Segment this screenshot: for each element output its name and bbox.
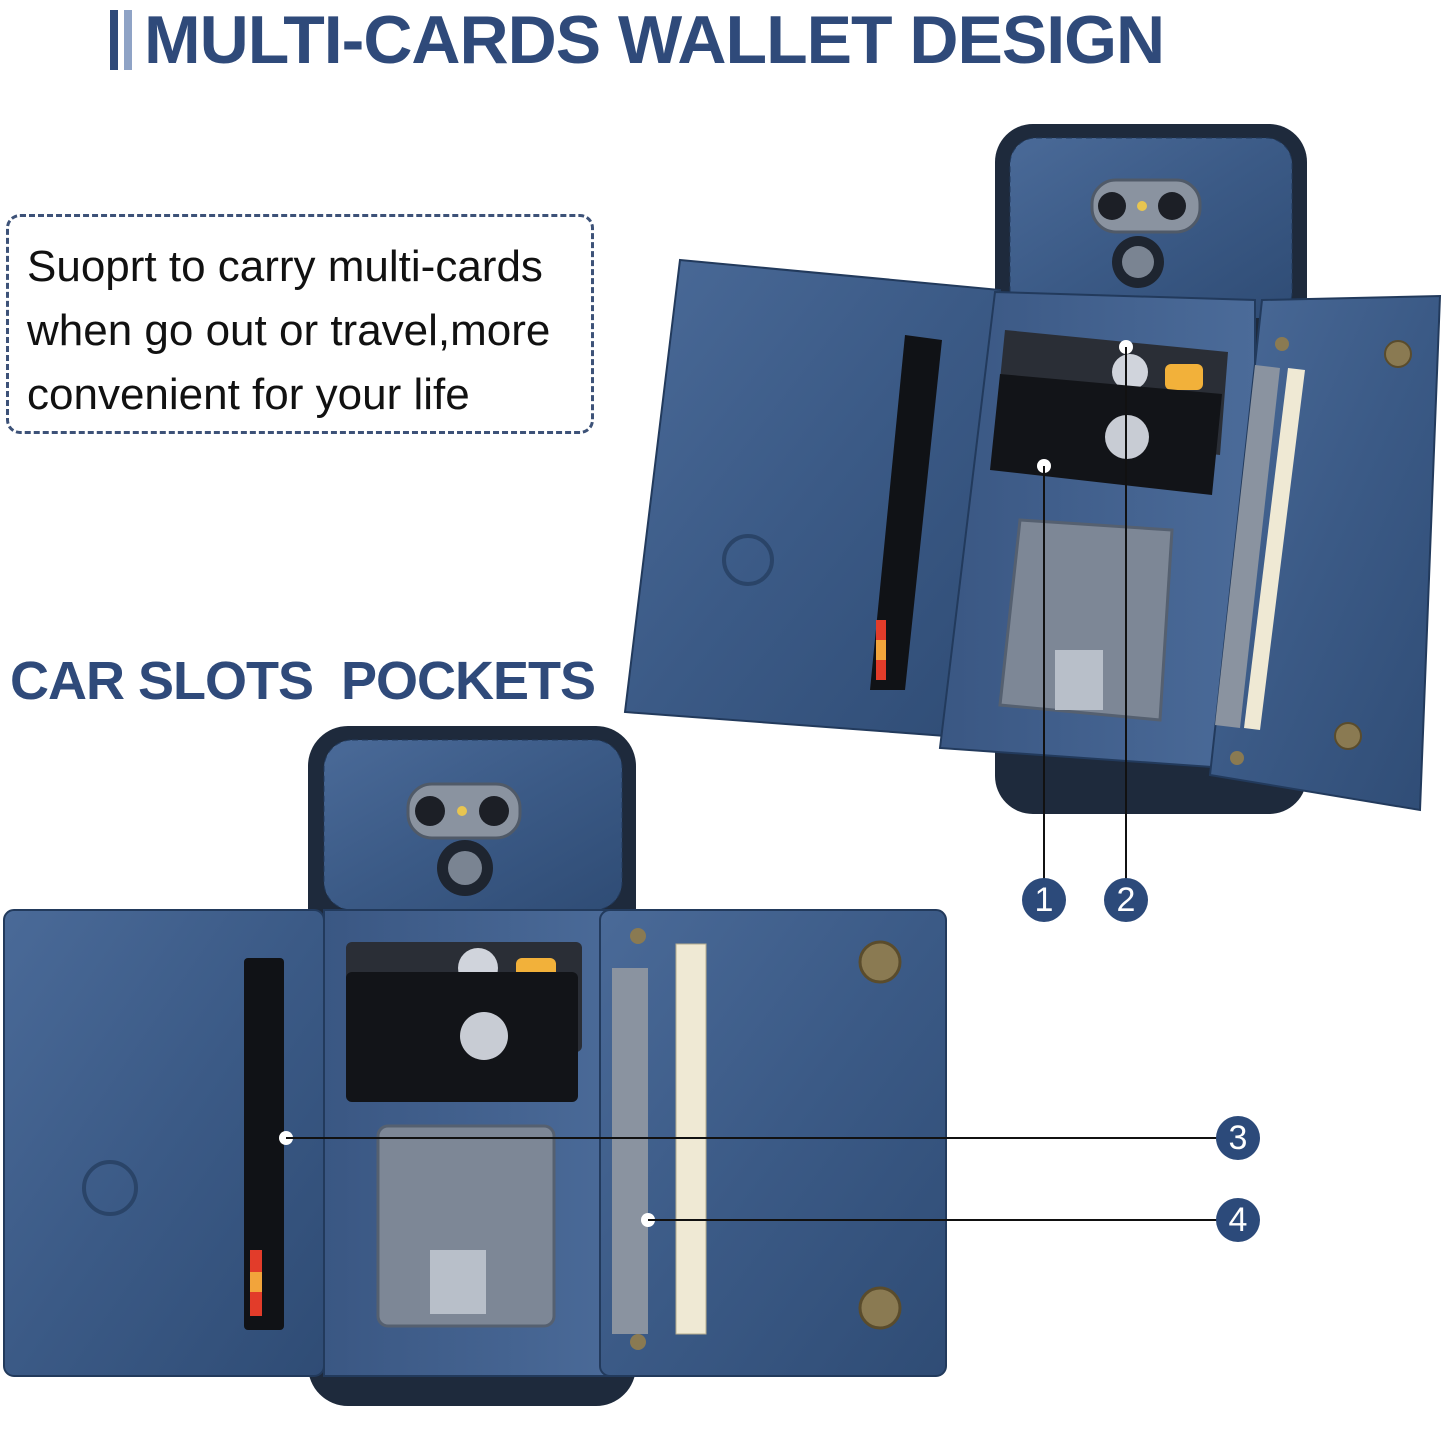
id-window-bottom	[376, 1124, 556, 1328]
credit-card-slot-top	[870, 335, 942, 690]
card-chip	[460, 1012, 508, 1060]
page-title: MULTI-CARDS WALLET DESIGN	[110, 2, 1165, 78]
credit-card-slot-bottom	[244, 958, 284, 1330]
callout-line-2: when go out or travel,more	[27, 306, 551, 355]
title-accent-bar	[110, 10, 118, 70]
title-accent-bar-light	[124, 10, 132, 70]
wallet-top	[623, 124, 1442, 880]
badge-1: 1	[1022, 878, 1066, 922]
section-subtitle: CAR SLOTS POCKETS	[10, 651, 596, 711]
camera-lens-icon	[479, 796, 509, 826]
flap-left-top	[623, 258, 1001, 742]
callout-line-3: convenient for your life	[27, 370, 470, 419]
title-text: MULTI-CARDS WALLET DESIGN	[144, 2, 1165, 78]
flash-icon	[457, 806, 467, 816]
camera-lens-icon	[1098, 192, 1126, 220]
snap-button	[858, 1286, 902, 1330]
snap-button	[1334, 722, 1362, 750]
camera-lens-icon	[415, 796, 445, 826]
flash-icon	[1137, 201, 1147, 211]
snap-button	[1384, 340, 1412, 368]
badge-2: 2	[1104, 878, 1148, 922]
brand-logo	[82, 1160, 138, 1216]
camera-lens-icon	[1158, 192, 1186, 220]
feature-callout: Suoprt to carry multi-cards when go out …	[6, 214, 594, 434]
wallet-bottom	[3, 726, 1218, 1406]
badge-3: 3	[1216, 1116, 1260, 1160]
snap-button	[858, 940, 902, 984]
brand-logo	[722, 534, 774, 586]
cash-pocket-bottom	[612, 968, 648, 1334]
cash-pocket-top	[1215, 365, 1280, 728]
badge-4: 4	[1216, 1198, 1260, 1242]
callout-line-1: Suoprt to carry multi-cards	[27, 242, 543, 291]
